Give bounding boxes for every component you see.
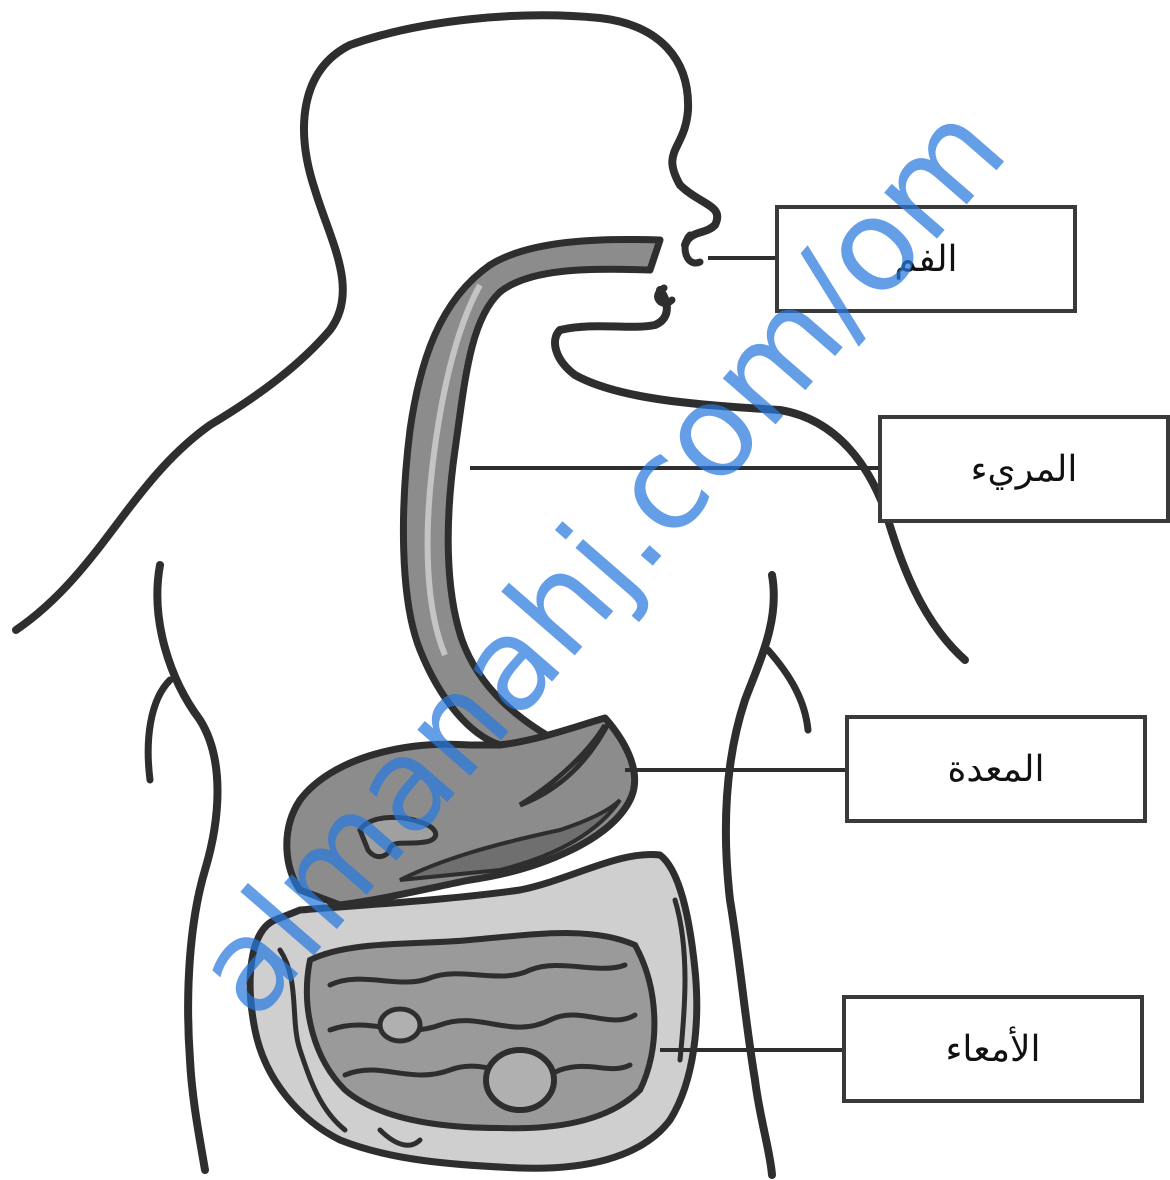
right-arm-inner <box>768 650 808 730</box>
right-torso-outline <box>726 575 774 1175</box>
label-box-stomach: المعدة <box>845 715 1147 823</box>
label-box-mouth: الفم <box>775 205 1077 313</box>
small-intestine <box>307 933 655 1128</box>
label-esophagus: المريء <box>971 449 1078 490</box>
label-box-intestines: الأمعاء <box>842 995 1144 1103</box>
left-torso-outline <box>157 565 217 1170</box>
esophagus <box>403 239 660 745</box>
label-stomach: المعدة <box>948 749 1045 790</box>
label-box-esophagus: المريء <box>878 415 1170 523</box>
label-mouth: الفم <box>894 239 957 280</box>
label-intestines: الأمعاء <box>945 1029 1040 1070</box>
left-arm-inner <box>148 680 170 780</box>
